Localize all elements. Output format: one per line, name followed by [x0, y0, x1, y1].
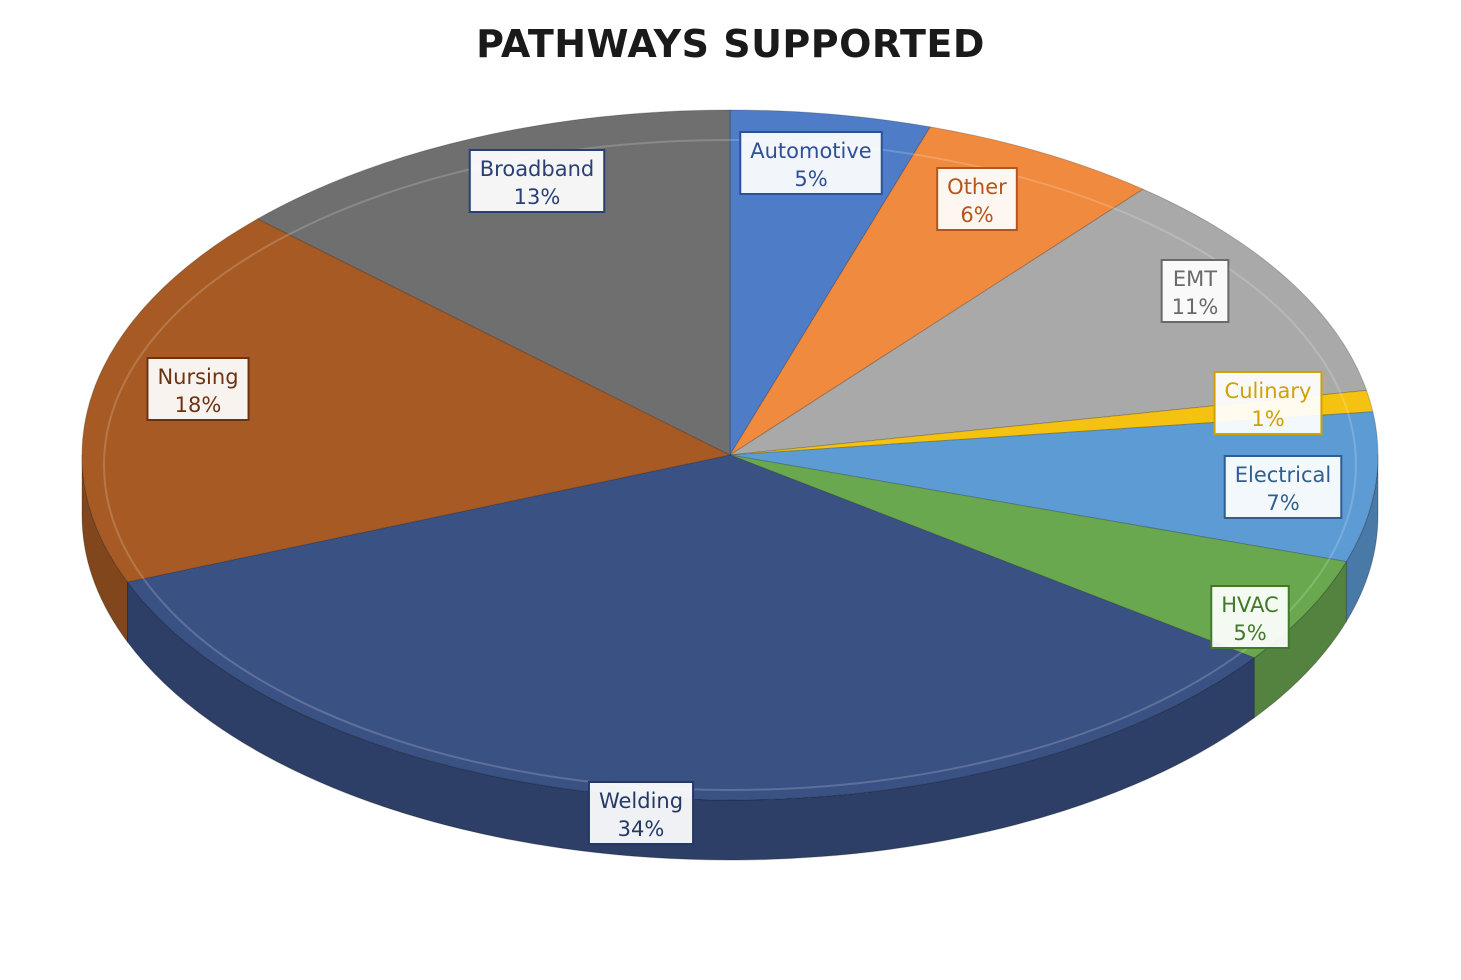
pie-label-box [587, 781, 695, 845]
pie-label-name: Electrical [1235, 463, 1332, 487]
pie-label-name: Automotive [750, 139, 871, 163]
pie-label-electrical: Electrical 7% [1223, 455, 1343, 519]
pie-label-emt: EMT 11% [1160, 259, 1230, 323]
pie-label-value: 34% [618, 817, 665, 841]
pie-label-welding: Welding 34% [587, 781, 695, 845]
pie-slice-electrical [729, 411, 1379, 563]
pie-label-name: Other [947, 175, 1007, 199]
pie-label-box [1210, 585, 1290, 649]
pie-sides [81, 454, 1379, 861]
pie-slice-culinary [729, 389, 1374, 456]
pie-label-name: EMT [1173, 267, 1217, 291]
pie-label-name: HVAC [1221, 593, 1278, 617]
pie-label-box [936, 167, 1018, 231]
pie-label-name: Welding [599, 789, 683, 813]
pie-label-value: 13% [514, 185, 561, 209]
pie-label-value: 5% [794, 167, 827, 191]
pie-label-value: 7% [1266, 491, 1299, 515]
pie-slice-broadband [256, 109, 731, 456]
pie-label-hvac: HVAC 5% [1210, 585, 1290, 649]
pie-label-box [146, 357, 250, 421]
pie-label-automotive: Automotive 5% [739, 131, 883, 195]
pie-label-name: Nursing [157, 365, 238, 389]
pie-label-value: 1% [1251, 407, 1284, 431]
pie-label-value: 5% [1233, 621, 1266, 645]
pie-label-box [468, 149, 606, 213]
pie-slice-automotive [729, 109, 932, 457]
pie-label-box [739, 131, 883, 195]
pie-highlight-ring [103, 139, 1357, 791]
pie-label-value: 6% [960, 203, 993, 227]
pie-label-broadband: Broadband 13% [468, 149, 606, 213]
pie-label-box [1213, 371, 1323, 435]
pie-label-culinary: Culinary 1% [1213, 371, 1323, 435]
pie-labels: Automotive 5% Other 6% EMT 11% Culinary 1% Elect… [146, 131, 1343, 845]
pie-slice-nursing [81, 218, 732, 583]
pie-label-other: Other 6% [936, 167, 1018, 231]
pie-slice-hvac [729, 454, 1348, 659]
chart-title: PATHWAYS SUPPORTED [476, 22, 985, 66]
pie-label-nursing: Nursing 18% [146, 357, 250, 421]
pie-slice-emt [729, 188, 1368, 456]
pie-label-box [1223, 455, 1343, 519]
pie-label-value: 11% [1172, 295, 1219, 319]
pie-label-name: Culinary [1225, 379, 1312, 403]
pie-label-name: Broadband [480, 157, 594, 181]
pie-slice-other [729, 126, 1145, 456]
pie-label-box [1160, 259, 1230, 323]
pie-label-value: 18% [175, 393, 222, 417]
pie-tops [81, 109, 1379, 801]
